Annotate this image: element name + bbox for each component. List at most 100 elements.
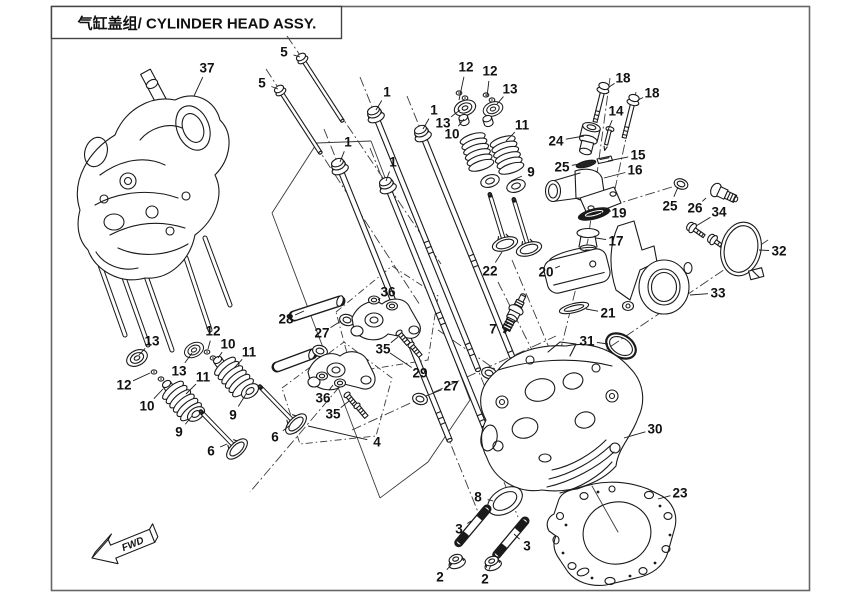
callout-leader bbox=[689, 293, 709, 296]
callout-leader bbox=[340, 400, 350, 409]
part-25-seal bbox=[575, 159, 597, 169]
callout-leader bbox=[457, 118, 465, 127]
callout-leader bbox=[608, 83, 615, 88]
callout-leader bbox=[339, 151, 345, 163]
callout-leader bbox=[487, 499, 494, 502]
callout-leader bbox=[425, 389, 442, 397]
callout-leader bbox=[596, 341, 609, 345]
callout-leader bbox=[502, 322, 510, 326]
callout-leader bbox=[184, 352, 193, 364]
callout-leader bbox=[446, 563, 453, 570]
callout-label-10: 10 bbox=[444, 127, 459, 142]
part-26-sensor bbox=[710, 182, 739, 203]
callout-leader bbox=[219, 443, 228, 448]
callout-label-9: 9 bbox=[229, 408, 237, 423]
callout-leader bbox=[496, 96, 504, 105]
part-25-washer bbox=[673, 178, 689, 190]
callout-label-33: 33 bbox=[710, 286, 726, 301]
callout-label-15: 15 bbox=[630, 148, 646, 163]
callout-label-29: 29 bbox=[412, 366, 427, 381]
callout-leader bbox=[207, 340, 211, 350]
callout-label-17: 17 bbox=[608, 234, 623, 249]
callout-leader bbox=[486, 80, 490, 98]
callout-label-6: 6 bbox=[207, 444, 215, 459]
callout-label-32: 32 bbox=[771, 244, 786, 259]
callout-label-3: 3 bbox=[455, 522, 463, 537]
callout-leader bbox=[390, 336, 399, 344]
callout-leader bbox=[513, 533, 520, 540]
callout-leader bbox=[657, 495, 671, 500]
callout-label-27: 27 bbox=[314, 326, 329, 341]
callout-leader bbox=[555, 265, 561, 269]
callout-label-9: 9 bbox=[527, 165, 535, 180]
callout-label-3: 3 bbox=[523, 539, 531, 554]
callout-label-2: 2 bbox=[436, 570, 444, 585]
callout-leader bbox=[673, 186, 679, 197]
part-1-bolt bbox=[366, 105, 482, 373]
callout-leader bbox=[458, 76, 465, 101]
callout-leader bbox=[510, 175, 523, 182]
callout-leader bbox=[494, 251, 503, 263]
callout-label-13: 13 bbox=[435, 116, 451, 131]
callout-leader bbox=[422, 118, 430, 130]
part-1-bolt bbox=[413, 124, 524, 380]
callout-leader bbox=[623, 431, 646, 439]
callout-leader bbox=[132, 372, 151, 382]
part-30-cylinder-head bbox=[480, 341, 644, 494]
callout-leader bbox=[607, 156, 629, 162]
callout-label-13: 13 bbox=[144, 334, 160, 349]
callout-label-35: 35 bbox=[325, 407, 341, 422]
callout-leader bbox=[637, 97, 644, 101]
callout-label-11: 11 bbox=[515, 118, 530, 133]
callout-label-28: 28 bbox=[278, 312, 294, 327]
callout-leader bbox=[138, 348, 146, 356]
callout-label-11: 11 bbox=[196, 370, 211, 385]
callout-label-23: 23 bbox=[672, 486, 688, 501]
part-7-spark-plug bbox=[501, 293, 527, 334]
callout-label-36: 36 bbox=[380, 285, 396, 300]
callout-leader bbox=[271, 86, 279, 90]
callout-leader bbox=[294, 310, 305, 316]
part-5-stud bbox=[273, 84, 323, 155]
part-29-rocker-arm bbox=[350, 295, 424, 359]
callout-label-21: 21 bbox=[600, 306, 616, 321]
callout-leader bbox=[293, 54, 301, 58]
callout-leader bbox=[758, 249, 770, 251]
part-33-intake-adapter bbox=[610, 220, 693, 315]
callout-leader bbox=[702, 197, 707, 202]
callout-label-9: 9 bbox=[175, 425, 183, 440]
callout-leader bbox=[571, 163, 581, 166]
callout-label-22: 22 bbox=[482, 264, 497, 279]
callout-leader bbox=[603, 172, 626, 179]
callout-leader bbox=[282, 425, 290, 432]
callout-leader bbox=[607, 120, 613, 131]
callout-label-36: 36 bbox=[315, 391, 331, 406]
callout-leader bbox=[595, 237, 607, 240]
callout-label-5: 5 bbox=[280, 45, 288, 60]
part-21-gasket bbox=[558, 301, 590, 315]
title-box: 气缸盖组/ CYLINDER HEAD ASSY. bbox=[50, 5, 343, 40]
callout-label-26: 26 bbox=[687, 201, 703, 216]
callout-leader bbox=[389, 352, 412, 368]
callout-label-1: 1 bbox=[430, 103, 438, 118]
part-23-head-gasket bbox=[546, 481, 677, 586]
callout-label-25: 25 bbox=[662, 199, 678, 214]
part-5-stud bbox=[295, 52, 345, 123]
callout-label-10: 10 bbox=[139, 399, 154, 414]
callout-label-35: 35 bbox=[375, 342, 391, 357]
part-19-seal bbox=[577, 207, 611, 221]
callout-label-16: 16 bbox=[627, 163, 643, 178]
callout-label-31: 31 bbox=[579, 334, 595, 349]
callout-label-18: 18 bbox=[644, 86, 660, 101]
callout-label-12: 12 bbox=[482, 64, 497, 79]
callout-leader bbox=[193, 76, 204, 97]
callout-label-2: 2 bbox=[481, 572, 489, 587]
page-title: 气缸盖组/ CYLINDER HEAD ASSY. bbox=[77, 15, 317, 33]
callout-leader bbox=[307, 425, 368, 441]
callout-label-12: 12 bbox=[458, 60, 473, 75]
callout-label-1: 1 bbox=[389, 155, 397, 170]
part-28-rocker-shaft bbox=[271, 295, 346, 373]
callout-leader bbox=[375, 100, 383, 111]
callout-leader bbox=[467, 520, 472, 524]
